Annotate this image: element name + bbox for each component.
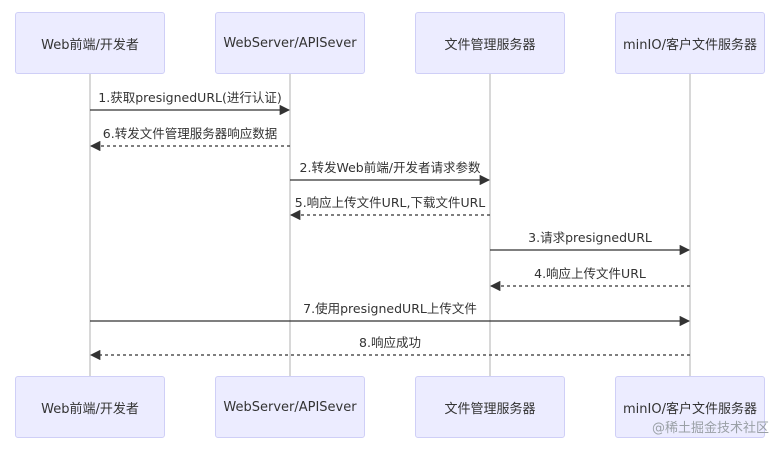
message-label-6: 4.响应上传文件URL [534,266,646,281]
participant-fms-top: 文件管理服务器 [415,12,565,74]
participant-minio-bottom: minIO/客户文件服务器 [615,376,765,438]
participant-web-top: Web前端/开发者 [15,12,165,74]
message-label-3: 2.转发Web前端/开发者请求参数 [299,160,481,175]
message-label-8: 8.响应成功 [359,335,421,350]
participant-server-top: WebServer/APISever [215,12,365,74]
participant-minio-top: minIO/客户文件服务器 [615,12,765,74]
participant-fms-bottom: 文件管理服务器 [415,376,565,438]
message-label-1: 1.获取presignedURL(进行认证) [98,90,282,105]
message-label-2: 6.转发文件管理服务器响应数据 [102,126,278,141]
watermark: @稀土掘金技术社区 [651,421,769,436]
participant-web-bottom: Web前端/开发者 [15,376,165,438]
message-label-7: 7.使用presignedURL上传文件 [303,301,477,316]
message-label-4: 5.响应上传文件URL,下载文件URL [294,195,486,210]
message-label-5: 3.请求presignedURL [528,230,652,245]
participant-server-bottom: WebServer/APISever [215,376,365,438]
